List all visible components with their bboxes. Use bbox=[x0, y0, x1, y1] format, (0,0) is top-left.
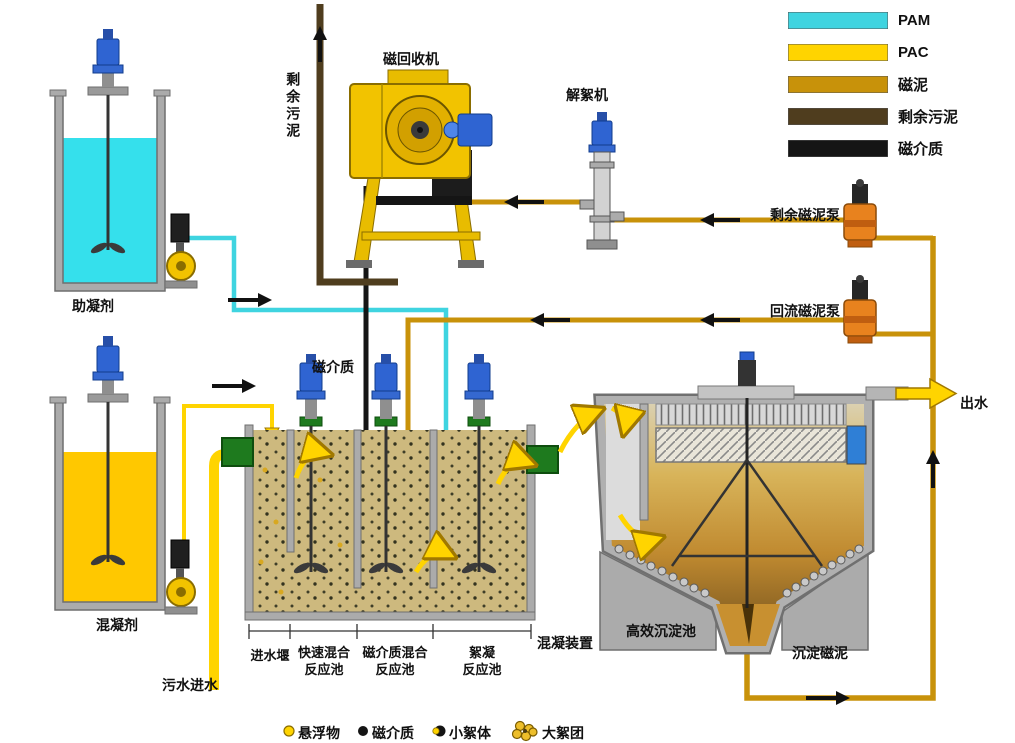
flow-arrow-left-deflocculator bbox=[504, 195, 544, 209]
legend-swatch-magnetic-media bbox=[788, 140, 888, 157]
flow-arrow-left-excess-pump bbox=[700, 213, 740, 227]
tank-outlet-flange bbox=[526, 445, 559, 474]
sewage-inlet-pipe bbox=[209, 449, 248, 690]
lamella-settler bbox=[655, 427, 847, 463]
magnetic-recovery-machine bbox=[346, 69, 493, 268]
coagulant-liquid bbox=[63, 452, 157, 602]
flow-arrows bbox=[212, 26, 940, 705]
legend-label-pac: PAC bbox=[898, 44, 929, 61]
large-floc-marker bbox=[511, 720, 538, 742]
bottom-legend-magnetic-media: 磁介质 bbox=[372, 725, 414, 741]
coagulant-mixer bbox=[87, 336, 129, 566]
excess-sludge-label: 剩余污泥 bbox=[285, 72, 302, 140]
coagulant-aid-liquid bbox=[63, 138, 157, 283]
flow-arrow-right-pac bbox=[212, 379, 256, 393]
baffle-3 bbox=[429, 429, 438, 589]
suspended-solids-marker bbox=[283, 725, 295, 737]
media-mixing-label: 磁介质混合 反应池 bbox=[362, 645, 428, 677]
legend-item-magnetic-sludge: 磁泥 bbox=[788, 76, 958, 94]
coagulant-label: 混凝剂 bbox=[96, 617, 138, 633]
effluent-label: 出水 bbox=[960, 395, 988, 411]
legend-label-pam: PAM bbox=[898, 12, 931, 29]
magnetic-recovery-machine-label: 磁回收机 bbox=[383, 51, 439, 67]
legend-label-magnetic-media: 磁介质 bbox=[898, 141, 944, 158]
coagulant-aid-mixer bbox=[87, 29, 129, 254]
effluent-troughs bbox=[655, 403, 847, 426]
flow-arrow-right-settled-sludge bbox=[806, 691, 850, 705]
scraper-rake bbox=[670, 459, 824, 567]
pac-dosing-pipe bbox=[182, 404, 274, 556]
flocculation-label: 絮凝 反应池 bbox=[462, 645, 502, 677]
flow-arrow-left-return-1 bbox=[700, 313, 740, 327]
legend: PAM PAC 磁泥 剩余污泥 磁介质 bbox=[788, 12, 958, 172]
inlet-weir-label: 进水堰 bbox=[250, 648, 290, 663]
coagulant-tank bbox=[49, 336, 171, 611]
return-sludge-pipe bbox=[405, 317, 845, 430]
weir-baffle bbox=[286, 429, 295, 553]
excess-magnetic-sludge-pump bbox=[843, 179, 877, 248]
legend-swatch-excess-sludge bbox=[788, 108, 888, 125]
internal-flow-arrows bbox=[293, 453, 532, 574]
sedimentation-tank bbox=[557, 351, 909, 655]
deflocculator bbox=[579, 112, 625, 250]
clear-water-channel bbox=[846, 425, 867, 465]
legend-item-pam: PAM bbox=[788, 12, 958, 29]
return-pump-label: 回流磁泥泵 bbox=[770, 303, 840, 319]
drum-drive-motor bbox=[457, 113, 493, 147]
legend-swatch-pam bbox=[788, 12, 888, 29]
legend-label-excess-sludge: 剩余污泥 bbox=[898, 109, 959, 126]
baffle-2 bbox=[353, 429, 362, 589]
bottom-legend-suspended-solids: 悬浮物 bbox=[298, 725, 340, 741]
coagulant-aid-tank bbox=[49, 29, 171, 292]
legend-item-pac: PAC bbox=[788, 44, 958, 61]
flow-arrow-right-pam bbox=[228, 293, 272, 307]
legend-item-magnetic-media: 磁介质 bbox=[788, 140, 958, 158]
coagulation-tank bbox=[221, 354, 559, 621]
sed-flow-arrows bbox=[557, 408, 660, 539]
tank-inlet-flange bbox=[221, 437, 254, 467]
sewage-inlet-label: 污水进水 bbox=[162, 677, 218, 693]
legend-label-magnetic-sludge: 磁泥 bbox=[898, 77, 929, 94]
small-floc-marker bbox=[432, 725, 446, 737]
bottom-legend-markers bbox=[283, 720, 538, 742]
coagulant-dosing-pump bbox=[164, 539, 198, 615]
coagulation-unit-label: 混凝装置 bbox=[537, 635, 593, 651]
rapid-mixing-label: 快速混合 反应池 bbox=[297, 645, 350, 677]
legend-item-excess-sludge: 剩余污泥 bbox=[788, 108, 959, 126]
flow-arrow-left-return-2 bbox=[530, 313, 570, 327]
flow-arrow-up-excess-sludge bbox=[313, 26, 327, 62]
bottom-legend-small-floc: 小絮体 bbox=[449, 725, 491, 741]
pam-dosing-pipe bbox=[178, 235, 449, 560]
excess-sludge-pipe bbox=[316, 4, 398, 286]
sedimentation-tank-label: 高效沉淀池 bbox=[626, 623, 696, 639]
suspended-solids-dots bbox=[258, 467, 343, 595]
excess-pump-label: 剩余磁泥泵 bbox=[770, 207, 840, 223]
flocculation-mixer bbox=[461, 354, 497, 574]
legend-swatch-pac bbox=[788, 44, 888, 61]
magnetic-media-label: 磁介质 bbox=[312, 359, 354, 375]
inlet-baffle bbox=[639, 403, 649, 521]
coagulant-aid-dosing-pump bbox=[164, 213, 198, 289]
legend-swatch-magnetic-sludge bbox=[788, 76, 888, 93]
deflocculator-label: 解絮机 bbox=[566, 87, 608, 103]
effluent-arrow bbox=[895, 377, 958, 410]
compartment-dimension-lines bbox=[248, 624, 532, 639]
flow-arrow-up-riser bbox=[926, 450, 940, 488]
magnetic-media-marker bbox=[358, 726, 368, 736]
coagulant-aid-label: 助凝剂 bbox=[72, 298, 114, 314]
sludge-pebbles bbox=[614, 544, 864, 598]
media-mixer bbox=[368, 354, 404, 574]
return-magnetic-sludge-pump bbox=[843, 275, 877, 344]
bottom-legend-large-floc: 大絮团 bbox=[542, 725, 584, 741]
settled-sludge-label: 沉淀磁泥 bbox=[792, 645, 848, 661]
